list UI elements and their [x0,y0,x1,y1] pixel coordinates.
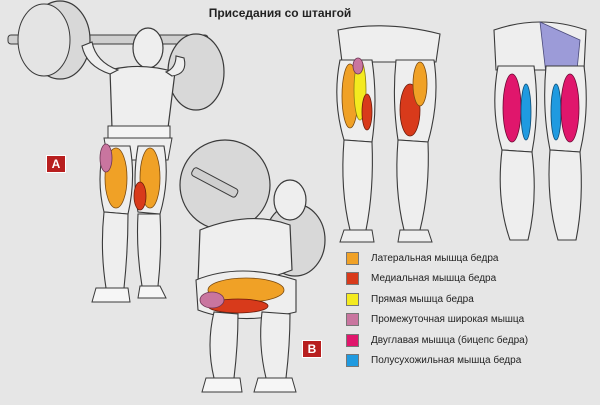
legend-swatch [346,333,359,347]
back-left-calf [499,149,535,241]
legend-swatch [346,313,359,327]
figure-a-right-shin [136,213,162,287]
back-right-biceps [560,73,580,143]
legend-item: Промежуточная широкая мышца [346,310,528,331]
front-right-foot [397,229,433,243]
figure-a-left-shoe [91,287,131,303]
figure-b-right-shin [260,311,291,379]
legend-item: Прямая мышца бедра [346,289,528,310]
figure-b-left-shoe [201,377,243,393]
legend-label: Промежуточная широкая мышца [371,314,525,326]
legend-label: Латеральная мышца бедра [371,252,499,264]
figure-a-belt [107,125,171,139]
legend-swatch [346,354,359,368]
figure-a-left-arm [81,41,120,75]
back-view-legs [493,21,587,241]
legend-label: Двуглавая мышца (бицепс бедра) [371,334,529,346]
figure-a-medial-muscle [133,181,147,211]
back-right-semitendinosus [550,83,562,141]
front-left-intermediate [352,57,364,75]
figure-b-squatting [179,139,326,393]
legend-swatch [346,251,359,265]
figure-a-left-plate-inner [17,3,71,77]
figure-b-intermediate-muscle [199,291,225,309]
legend-swatch [346,292,359,306]
front-left-shin [342,139,373,231]
legend-item: Полусухожильная мышца бедра [346,351,528,372]
back-left-semitendinosus [520,83,532,141]
figure-a-head [132,27,164,69]
figure-a-right-shoe [137,285,167,299]
figure-b-right-shoe [253,377,297,393]
legend-label: Медиальная мышца бедра [371,273,497,285]
diagram-title: Приседания со штангой [208,6,352,20]
back-right-calf [548,149,582,241]
figure-a-torso [109,65,176,135]
front-right-shin [396,139,429,231]
figure-a-standing [7,0,225,303]
legend-item: Медиальная мышца бедра [346,269,528,290]
front-right-lateral [412,61,428,107]
figure-b-tag: B [302,340,322,358]
front-view-legs [336,25,441,243]
front-left-foot [339,229,375,243]
back-left-biceps [502,73,522,143]
legend-label: Полусухожильная мышца бедра [371,355,522,367]
figure-a-tag: A [46,155,66,173]
front-pelvis [337,25,441,63]
legend-item: Латеральная мышца бедра [346,248,528,269]
figure-b-bar [191,167,239,198]
figure-b-left-shin [209,311,239,379]
figure-a-left-shin [101,211,129,289]
figure-a-intermediate-muscle [99,143,113,173]
legend-label: Прямая мышца бедра [371,293,474,305]
figure-b-head [273,179,307,221]
front-left-medial [361,93,373,131]
legend-item: Двуглавая мышца (бицепс бедра) [346,330,528,351]
legend-swatch [346,272,359,286]
figure-a-right-arm [164,55,186,77]
